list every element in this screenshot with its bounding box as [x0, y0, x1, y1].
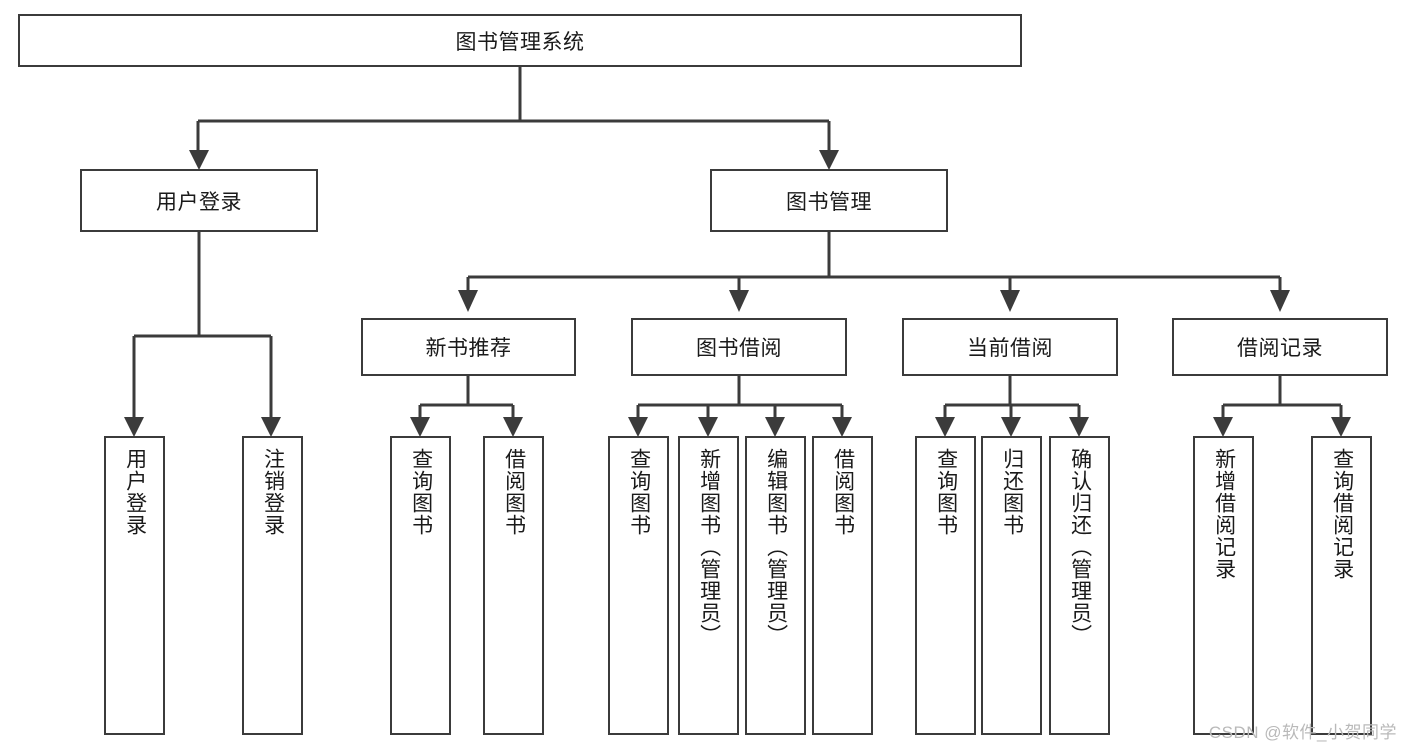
leaf-query-book-borrow[interactable]: 查询图书	[608, 436, 669, 735]
node-root[interactable]: 图书管理系统	[18, 14, 1022, 67]
node-label: 查询图书	[627, 448, 651, 536]
leaf-logout[interactable]: 注销登录	[242, 436, 303, 735]
node-label: 图书借阅	[696, 337, 782, 360]
leaf-return-book[interactable]: 归还图书	[981, 436, 1042, 735]
node-label: 图书管理系统	[455, 30, 585, 54]
node-label: 查询图书	[409, 448, 433, 536]
leaf-add-book-admin[interactable]: 新增图书（管理员）	[678, 436, 739, 735]
node-label: 新增借阅记录	[1212, 448, 1236, 580]
node-label: 用户登录	[156, 190, 242, 214]
node-label: 确认归还（管理员）	[1068, 448, 1092, 646]
node-book-borrow[interactable]: 图书借阅	[631, 318, 847, 376]
node-label: 新书推荐	[425, 337, 512, 360]
node-label: 编辑图书（管理员）	[764, 448, 788, 646]
watermark: CSDN @软件_小贺同学	[1208, 723, 1397, 742]
node-book-management[interactable]: 图书管理	[710, 169, 948, 232]
node-label: 借阅记录	[1237, 337, 1323, 360]
node-label: 归还图书	[1000, 448, 1024, 536]
node-label: 当前借阅	[967, 337, 1053, 360]
node-label: 用户登录	[123, 448, 147, 536]
node-label: 借阅图书	[502, 448, 526, 536]
node-label: 查询图书	[934, 448, 958, 536]
leaf-confirm-return-admin[interactable]: 确认归还（管理员）	[1049, 436, 1110, 735]
leaf-borrow-book[interactable]: 借阅图书	[812, 436, 873, 735]
leaf-add-borrow-record[interactable]: 新增借阅记录	[1193, 436, 1254, 735]
node-user-login[interactable]: 用户登录	[80, 169, 318, 232]
node-borrow-record[interactable]: 借阅记录	[1172, 318, 1388, 376]
node-new-book-recommend[interactable]: 新书推荐	[361, 318, 576, 376]
node-label: 查询借阅记录	[1330, 448, 1354, 580]
node-label: 注销登录	[261, 448, 285, 536]
leaf-query-borrow-record[interactable]: 查询借阅记录	[1311, 436, 1372, 735]
node-label: 图书管理	[786, 190, 872, 214]
leaf-user-login[interactable]: 用户登录	[104, 436, 165, 735]
leaf-query-book-rec[interactable]: 查询图书	[390, 436, 451, 735]
node-label: 借阅图书	[831, 448, 855, 536]
leaf-edit-book-admin[interactable]: 编辑图书（管理员）	[745, 436, 806, 735]
node-current-borrow[interactable]: 当前借阅	[902, 318, 1118, 376]
node-label: 新增图书（管理员）	[697, 448, 721, 646]
leaf-borrow-book-rec[interactable]: 借阅图书	[483, 436, 544, 735]
leaf-query-book-current[interactable]: 查询图书	[915, 436, 976, 735]
